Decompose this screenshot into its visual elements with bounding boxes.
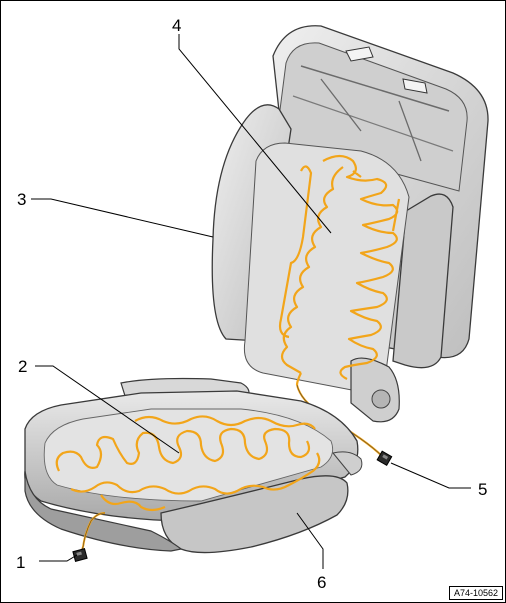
backrest-heating-mat-base: [243, 142, 410, 392]
leader-5: [390, 462, 471, 489]
leader-6: [296, 512, 324, 569]
leader-1: [39, 554, 78, 562]
headrest-guide-left: [345, 46, 374, 62]
backrest-connector: [376, 450, 393, 467]
cushion-heating-element: [55, 415, 321, 512]
backrest: [211, 25, 489, 467]
cushion-front-panel: [160, 475, 349, 554]
cushion-heating-mat-base: [43, 408, 334, 502]
callout-2: 2: [18, 357, 28, 376]
backrest-hinge: [350, 357, 400, 423]
headrest-guide-right: [402, 78, 428, 94]
leader-3: [31, 198, 214, 238]
backrest-heating-element: [278, 154, 401, 386]
callout-4: 4: [172, 16, 182, 35]
callout-1: 1: [16, 553, 26, 572]
leader-4: [178, 34, 332, 234]
leader-2: [35, 365, 180, 454]
callout-5: 5: [478, 480, 488, 499]
seat-cushion: [24, 377, 363, 562]
cushion-side: [24, 470, 183, 552]
callout-3: 3: [17, 190, 27, 209]
cushion-connector: [72, 548, 88, 562]
callout-6: 6: [317, 573, 327, 592]
figure-code-label: A74-10562: [448, 586, 503, 600]
backrest-right-bolster: [392, 193, 454, 369]
leader-lines: [31, 34, 471, 569]
